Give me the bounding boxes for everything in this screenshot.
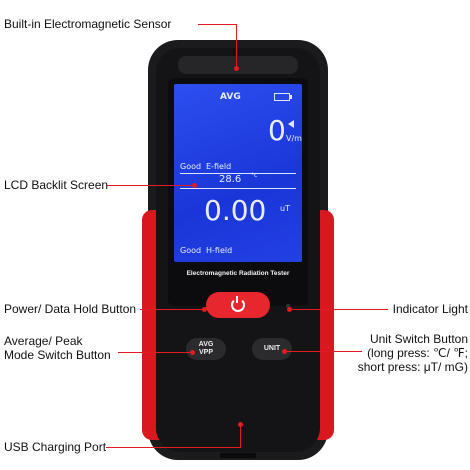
callout-avg-line2: Mode Switch Button: [4, 348, 111, 362]
lcd-callout-line: [107, 185, 194, 186]
unit-callout-dot: [282, 349, 287, 354]
unit-button-label: UNIT: [263, 345, 281, 352]
indicator-callout-line: [290, 309, 388, 310]
vpp-button-label: VPP: [198, 349, 213, 356]
callout-unit-line3: short press: μT/ mG): [357, 360, 468, 374]
rubber-grip-left: [142, 210, 160, 440]
usb-callout-dot: [238, 422, 243, 427]
callout-indicator: Indicator Light: [392, 302, 468, 316]
e-field-value: 0: [268, 114, 286, 147]
h-field-unit: uT: [280, 204, 290, 213]
avg-callout-line: [118, 352, 192, 353]
callout-sensor: Built-in Electromagnetic Sensor: [4, 17, 172, 31]
device-label: Electromagnetic Radiation Tester: [186, 270, 290, 277]
unit-button[interactable]: UNIT: [252, 338, 292, 360]
emf-tester-device: AVG 0 V/m Good E-field 28.6 °c 0.00 uT G…: [142, 40, 334, 460]
h-field-status: Good: [180, 246, 202, 255]
temperature-value: 28.6: [219, 174, 242, 185]
avg-vpp-button[interactable]: AVG VPP: [186, 338, 226, 360]
sensor-callout-dot: [234, 66, 239, 71]
callout-avg-line1: Average/ Peak: [4, 334, 83, 348]
e-field-label: E-field: [206, 162, 232, 171]
avg-button-label: AVG: [198, 341, 214, 348]
screen-divider-top: [180, 173, 296, 174]
indicator-light: [286, 304, 290, 308]
power-button[interactable]: [206, 292, 270, 318]
power-callout-dot: [202, 307, 207, 312]
lcd-bezel: AVG 0 V/m Good E-field 28.6 °c 0.00 uT G…: [168, 78, 308, 306]
sound-icon: [288, 120, 294, 128]
callout-unit-line1: Unit Switch Button: [369, 332, 468, 346]
mode-readout: AVG: [220, 92, 241, 102]
usb-callout-line-v: [240, 424, 241, 448]
h-field-label: H-field: [206, 246, 233, 255]
callout-power: Power/ Data Hold Button: [4, 302, 137, 316]
usb-callout-line-h: [106, 447, 240, 448]
callout-usb: USB Charging Port: [4, 440, 107, 454]
e-field-status: Good: [180, 162, 202, 171]
sensor-callout-line-v: [236, 24, 237, 68]
unit-callout-line: [284, 351, 362, 352]
lcd-callout-dot: [192, 183, 197, 188]
sensor-callout-line-h: [198, 24, 236, 25]
rubber-grip-right: [316, 210, 334, 440]
battery-icon: [274, 93, 292, 101]
lcd-screen: AVG 0 V/m Good E-field 28.6 °c 0.00 uT G…: [174, 84, 302, 262]
indicator-callout-dot: [287, 307, 292, 312]
avg-callout-dot: [190, 350, 195, 355]
usb-charging-port: [220, 453, 256, 458]
callout-unit-line2: (long press: ℃/ ℉;: [367, 346, 468, 360]
temperature-unit: °c: [251, 172, 258, 179]
power-icon: [231, 296, 245, 312]
callout-lcd: LCD Backlit Screen: [4, 178, 109, 192]
h-field-value: 0.00: [204, 194, 267, 227]
e-field-unit: V/m: [286, 134, 302, 143]
screen-divider-bottom: [180, 188, 296, 189]
sensor-area: [178, 56, 298, 74]
power-callout-line: [140, 309, 204, 310]
